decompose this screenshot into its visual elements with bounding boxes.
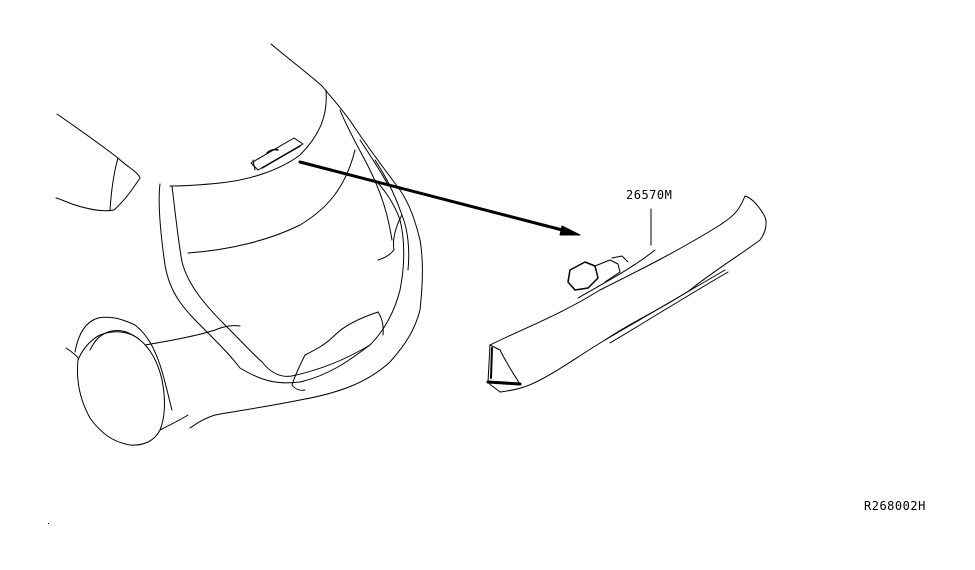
high-mounted-stop-lamp-detail: [488, 196, 766, 392]
part-number-label: 26570M: [626, 188, 673, 202]
vehicle-rear-illustration: [56, 44, 422, 445]
callout-arrow: [300, 162, 580, 235]
stop-lamp-location-on-vehicle: [251, 138, 303, 170]
reference-code-label: R268002H: [864, 499, 926, 513]
stray-dot: [48, 523, 49, 524]
